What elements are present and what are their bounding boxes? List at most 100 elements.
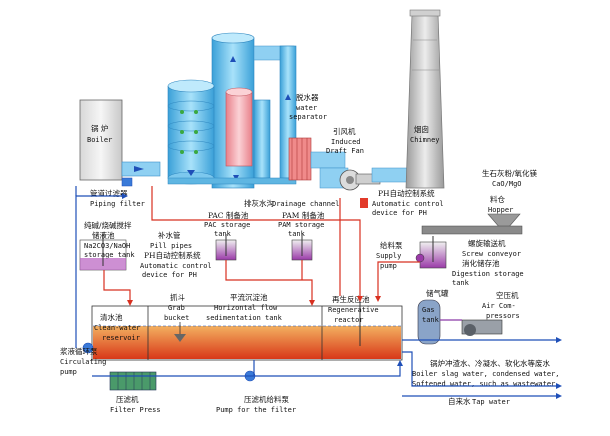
piping-filter: 管道过滤器 Piping filter: [90, 177, 145, 208]
digestion-label-en1: Digestion storage: [452, 270, 524, 278]
regenerative-reactor: 再生反应池 Regenerative reactor: [328, 294, 379, 346]
screw-label-cn: 螺旋输送机: [468, 238, 506, 248]
pill-pipes: 补水管 Pill pipes: [150, 230, 192, 250]
aircomp-label-en1: Air Com-: [482, 302, 516, 310]
slag-label-cn: 锅炉冲渣水、冷凝水、软化水等废水: [430, 358, 550, 368]
gas-label-en2: tank: [422, 316, 440, 324]
hopper-label-en: Hopper: [488, 206, 513, 214]
clean-water-reservoir: 清水池 Clean-water reservoir: [94, 312, 140, 342]
piping-filter-label-en: Piping filter: [90, 200, 145, 208]
regen-label-cn: 再生反应池: [332, 294, 370, 304]
ph-control-left: PH自动控制系统 Automatic control device for PH: [140, 250, 212, 279]
horizontal-sedimentation-tank: 平流沉淀池 Horizontal flow sedimentation tank: [206, 292, 283, 322]
tap-label-en: Tap water: [472, 398, 510, 406]
lime-powder-hopper: 生石灰粉/氧化镁 CaO/MgO 料仓 Hopper 螺旋输送机 Screw c…: [421, 168, 538, 258]
pac-label-en2: tank: [214, 230, 232, 238]
grab-label-en1: Grab: [168, 304, 185, 312]
gas-tank: 储气罐 Gas tank: [417, 288, 449, 345]
fan-label-en2: Draft Fan: [326, 147, 364, 155]
pam-label-cn: PAM 制备池: [282, 210, 325, 220]
supply-label-en1: Supply: [376, 252, 401, 260]
supply-label-cn: 给料泵: [380, 240, 403, 250]
lime-label-cn: 生石灰粉/氧化镁: [482, 168, 538, 178]
circ-label-en1: Circulating: [60, 358, 106, 366]
lime-label-en: CaO/MgO: [492, 180, 522, 188]
alkali-storage-tank: 纯碱/烧碱搅拌 储液池 Na2CO3/NaOH storage tank: [79, 220, 135, 271]
pumpfilter-label-cn: 压滤机给料泵: [244, 394, 289, 404]
pac-storage-tank: PAC 制备池 PAC storage tank: [204, 210, 250, 261]
flue-duct: [121, 161, 161, 177]
separator-label-en1: water: [296, 104, 317, 112]
drainage-label-cn: 排灰水沟: [244, 198, 274, 208]
sed-label-en1: Horizontal flow: [214, 304, 278, 312]
ph-left-label-en1: Automatic control: [140, 262, 212, 270]
ph-right-label-cn: PH自动控制系统: [378, 188, 435, 198]
alkali-label-cn1: 纯碱/烧碱搅拌: [84, 220, 132, 230]
press-label-cn: 压滤机: [116, 394, 139, 404]
pac-label-en1: PAC storage: [204, 221, 250, 229]
supply-label-en2: pump: [380, 262, 397, 270]
sed-label-en2: sedimentation tank: [206, 314, 283, 322]
flow-arrows-red: [127, 296, 381, 306]
tap-label-cn: 自来水: [448, 396, 471, 406]
boiler-label-cn: 锅 炉: [91, 123, 108, 133]
pill-label-en: Pill pipes: [150, 242, 192, 250]
pipe-network: [75, 186, 560, 397]
gas-label-cn: 储气罐: [426, 288, 449, 298]
sedimentation-tank-group: [91, 305, 403, 361]
water-separator: 脱水器 water separator: [288, 92, 327, 181]
clean-label-cn: 清水池: [100, 312, 123, 322]
screw-label-en: Screw conveyor: [462, 250, 521, 258]
flow-arrows: [122, 193, 562, 399]
press-label-en: Filter Press: [110, 406, 161, 414]
regen-label-en2: reactor: [334, 316, 364, 324]
pam-label-en1: PAM storage: [278, 221, 324, 229]
regen-label-en1: Regenerative: [328, 306, 379, 314]
piping-filter-label-cn: 管道过滤器: [90, 188, 128, 198]
slag-label-en1: Boiler slag water, condensed water,: [412, 370, 560, 378]
air-compressor: 空压机 Air Com- pressors: [461, 290, 520, 336]
digestion-label-cn: 消化储存池: [462, 258, 500, 268]
ph-left-label-cn: PH自动控制系统: [144, 250, 201, 260]
digestion-storage-tank: 消化储存池 Digestion storage tank: [419, 236, 524, 287]
pam-label-en2: tank: [288, 230, 306, 238]
grab-bucket: 抓斗 Grab bucket: [164, 292, 189, 342]
circ-label-en2: pump: [60, 368, 77, 376]
sed-label-cn: 平流沉淀池: [230, 292, 268, 302]
boiler-label-en: Boiler: [87, 136, 112, 144]
tap-water-input: 自来水 Tap water: [448, 396, 510, 406]
ph-left-label-en2: device for PH: [142, 271, 197, 279]
fan-label-en1: Induced: [331, 138, 361, 146]
grab-label-en2: bucket: [164, 314, 189, 322]
induced-draft-fan: 引风机 Induced Draft Fan: [326, 126, 381, 191]
drainage-label-en: Drainage channel: [272, 200, 339, 208]
chimney-label-cn: 烟囱: [414, 124, 429, 134]
fan-label-cn: 引风机: [333, 126, 356, 136]
pumpfilter-label-en: Pump for the filter: [216, 406, 296, 414]
aircomp-label-en2: pressors: [486, 312, 520, 320]
filter-press: 压滤机 Filter Press: [109, 371, 161, 414]
circulating-pump: 浆液循环泵 Circulating pump: [60, 342, 106, 376]
clean-label-en2: reservoir: [102, 334, 140, 342]
pam-storage-tank: PAM 制备池 PAM storage tank: [278, 210, 325, 261]
digestion-label-en2: tank: [452, 279, 470, 287]
hopper-label-cn: 料仓: [490, 194, 505, 204]
drainage-channel: 排灰水沟 Drainage channel: [244, 198, 339, 208]
boiler: 锅 炉 Boiler: [79, 99, 123, 181]
separator-label-en2: separator: [289, 113, 327, 121]
absorber-tower-group: [167, 32, 297, 189]
circ-label-cn: 浆液循环泵: [60, 346, 98, 356]
filter-feed-pump: 压滤机给料泵 Pump for the filter: [216, 370, 296, 414]
pac-label-cn: PAC 制备池: [208, 210, 249, 220]
alkali-label-en1: Na2CO3/NaOH: [84, 242, 130, 250]
clean-label-en1: Clean-water: [94, 324, 140, 332]
ph-right-label-en2: device for PH: [372, 209, 427, 217]
chimney: 烟囱 Chimney: [405, 9, 445, 189]
alkali-label-en2: storage tank: [84, 251, 135, 259]
separator-label-cn: 脱水器: [296, 92, 319, 102]
ph-right-label-en1: Automatic control: [372, 200, 444, 208]
boiler-wastewater-input: 锅炉冲渣水、冷凝水、软化水等废水 Boiler slag water, cond…: [412, 358, 560, 388]
slag-label-en2: Softened water, such as wastewater: [412, 380, 555, 388]
pill-label-cn: 补水管: [158, 230, 181, 240]
